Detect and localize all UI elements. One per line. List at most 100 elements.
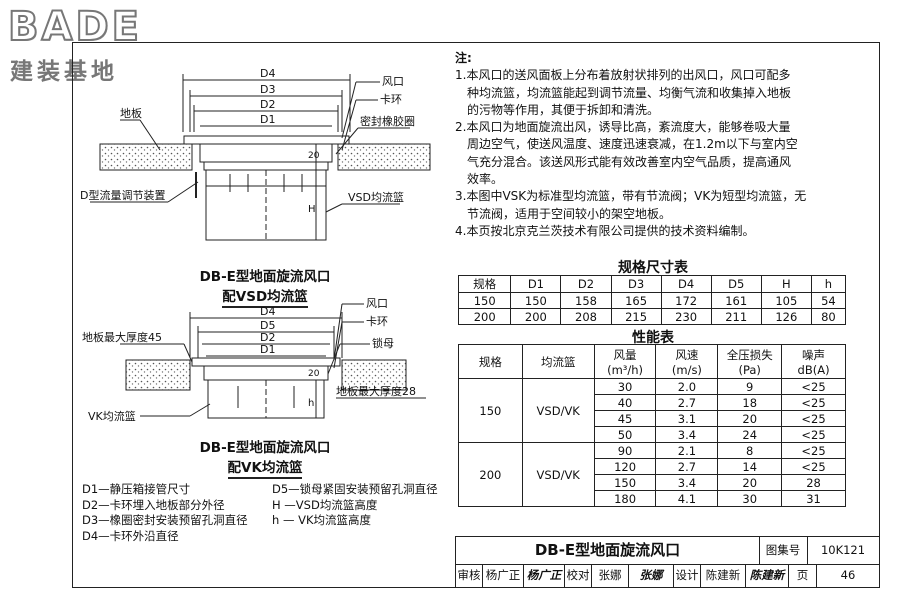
table-cell: 200 <box>458 442 523 507</box>
table-header: h <box>810 275 847 293</box>
table-cell: 126 <box>760 308 812 325</box>
legend-item: D5—锁母紧固安装预留孔洞直径 <box>272 482 438 496</box>
legend-left: D1—静压箱接管尺寸 D2—卡环埋入地板部分外径 D3—橡圈密封安装预留孔洞直径… <box>82 482 248 544</box>
note-line: 1.本风口的送风面板上分布着放射状排列的出风口，风口可配多 <box>455 68 791 83</box>
legend-right: D5—锁母紧固安装预留孔洞直径 H —VSD均流篮高度 h — VK均流篮高度 <box>272 482 438 529</box>
label-nut: 锁母 <box>372 336 394 350</box>
table-cell: 200 <box>510 308 562 325</box>
designer-signature: 陈建新 <box>746 564 789 587</box>
table-cell: 215 <box>610 308 662 325</box>
table-cell: 9 <box>717 378 783 395</box>
header-unit: dB(A) <box>797 362 830 377</box>
figure-vsd-title: DB-E型地面旋流风口 配VSD均流篮 <box>150 265 380 308</box>
table-cell: 18 <box>717 394 783 411</box>
table-cell: 200 <box>457 308 512 325</box>
figure-subtitle: 配VK均流篮 <box>227 460 303 479</box>
table-cell: 3.4 <box>655 426 719 443</box>
label-clamp: 卡环 <box>380 93 402 106</box>
note-line: 2.本风口为地面旋流出风，诱导比高，紊流度大，能够卷吸大量 <box>455 120 791 135</box>
legend-item: D3—橡圈密封安装预留孔洞直径 <box>82 513 248 527</box>
note-1: 1.本风口的送风面板上分布着放射状排列的出风口，风口可配多 种均流篮，均流篮能起… <box>455 67 873 119</box>
table-header: D3 <box>610 275 662 293</box>
label-valve: D型流量调节装置 <box>80 188 165 202</box>
dim-d1: D1 <box>260 343 275 356</box>
checker-name: 张娜 <box>592 564 629 587</box>
figure-title-line: DB-E型地面旋流风口 <box>199 440 331 456</box>
table-cell: 3.1 <box>655 410 719 427</box>
atlas-label: 图集号 <box>759 537 808 565</box>
table-cell: 172 <box>660 292 712 309</box>
table-header: 风量(m³/h) <box>593 344 657 379</box>
drawing-title: DB-E型地面旋流风口 <box>456 537 760 565</box>
table-header: 均流篮 <box>521 344 595 379</box>
table-cell: 150 <box>510 292 562 309</box>
notes-heading: 注: <box>455 51 472 65</box>
page-number: 46 <box>840 568 856 582</box>
dim-d2: D2 <box>260 331 275 344</box>
note-line: 的污物等作用，其便于拆卸和清洗。 <box>467 102 660 117</box>
table-cell: 161 <box>710 292 762 309</box>
dim-20: 20 <box>308 151 320 161</box>
table-cell: 230 <box>660 308 712 325</box>
note-2: 2.本风口为地面旋流出风，诱导比高，紊流度大，能够卷吸大量 周边空气，使送风温度… <box>455 119 873 188</box>
dim-h-lower: h <box>308 398 314 409</box>
header-label: 风量 <box>613 347 637 362</box>
table-cell: 4.1 <box>655 490 719 507</box>
header-unit: (m³/h) <box>607 362 644 377</box>
table-cell: 54 <box>810 292 847 309</box>
design-label: 设计 <box>674 564 701 587</box>
header-label: 规格 <box>478 354 502 369</box>
signature-row: 审核 杨广正 杨广正 校对 张娜 张娜 设计 陈建新 陈建新 页 46 <box>456 564 879 587</box>
figure-vk-drawing: D4 D5 D2 D1 风口 卡环 锁母 地板最大厚度45 地板最大厚度28 V… <box>82 297 426 423</box>
figure-vsd-drawing: D4 D3 D2 D1 风口 卡环 密封橡胶圈 地板 D型流量调节装置 VSD均… <box>80 67 431 241</box>
note-line: 节流阀，适用于空间较小的架空地板。 <box>467 206 672 221</box>
perf-table-title: 性能表 <box>632 330 674 346</box>
brand-logo-sub: 建装基地 <box>10 59 118 85</box>
table-cell: <25 <box>781 442 846 459</box>
label-basket: VSD均流篮 <box>348 190 404 204</box>
table-cell: 211 <box>710 308 762 325</box>
title-block: DB-E型地面旋流风口 图集号 10K121 审核 杨广正 杨广正 校对 张娜 … <box>455 536 880 588</box>
brand-logo: BADE <box>7 3 142 51</box>
label-floor-max-28: 地板最大厚度28 <box>336 384 416 398</box>
table-cell: 80 <box>810 308 847 325</box>
label-clamp: 卡环 <box>366 315 388 328</box>
table-cell: 3.4 <box>655 474 719 491</box>
header-unit: (Pa) <box>738 362 761 377</box>
spec-table: 规格 D1 D2 D3 D4 D5 H h 150 150 158 165 17… <box>457 275 847 325</box>
note-line: 效率。 <box>467 172 504 187</box>
table-cell: 2.0 <box>655 378 719 395</box>
dim-d4: D4 <box>260 305 275 318</box>
table-cell: 30 <box>593 378 657 395</box>
table-cell: 40 <box>593 394 657 411</box>
note-line: 气充分混合。该送风形式能有效改善室内空气品质，提高通风 <box>467 154 792 169</box>
label-vk-basket: VK均流篮 <box>88 409 136 423</box>
figure-title-line: DB-E型地面旋流风口 <box>199 269 331 285</box>
table-cell: VSD/VK <box>521 378 595 443</box>
table-header: 规格 <box>458 344 523 379</box>
check-label: 校对 <box>565 564 592 587</box>
table-header: D5 <box>710 275 762 293</box>
table-cell: 150 <box>457 292 512 309</box>
table-header: 风速(m/s) <box>655 344 719 379</box>
table-cell: <25 <box>781 410 846 427</box>
table-cell: 208 <box>560 308 612 325</box>
reviewer-name: 杨广正 <box>483 564 524 587</box>
notes-block: 注: 1.本风口的送风面板上分布着放射状排列的出风口，风口可配多 种均流篮，均流… <box>455 50 873 240</box>
table-cell: 20 <box>717 410 783 427</box>
figure-subtitle: 配VSD均流篮 <box>222 289 308 308</box>
dim-d5: D5 <box>260 319 275 332</box>
table-cell: <25 <box>781 458 846 475</box>
table-header: 全压损失(Pa) <box>717 344 783 379</box>
table-header: D1 <box>510 275 562 293</box>
table-cell: 158 <box>560 292 612 309</box>
table-row: 200 200 208 215 230 211 126 80 <box>457 308 847 325</box>
dim-h-upper: H <box>308 204 316 215</box>
table-cell: 180 <box>593 490 657 507</box>
figure-vk-title: DB-E型地面旋流风口 配VK均流篮 <box>150 436 380 479</box>
table-cell: VSD/VK <box>521 442 595 507</box>
